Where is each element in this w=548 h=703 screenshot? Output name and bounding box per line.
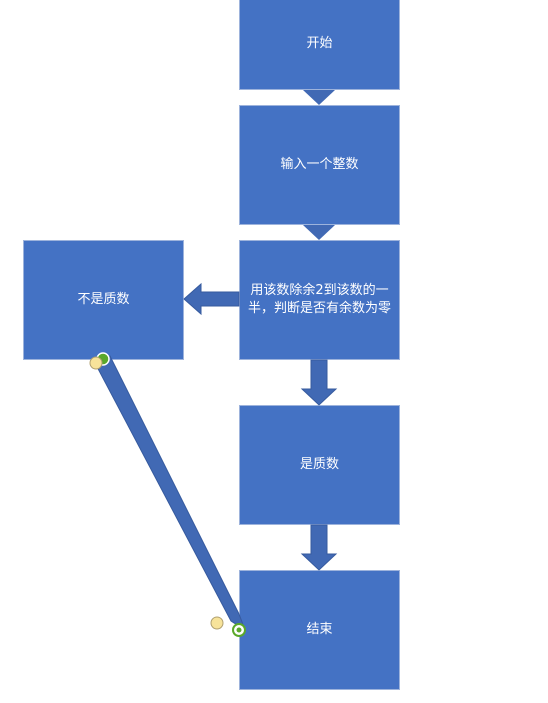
arrow-check-to-not-prime[interactable] bbox=[183, 282, 240, 316]
is-prime-box[interactable]: 是质数 bbox=[239, 405, 400, 525]
end-box[interactable]: 结束 bbox=[239, 570, 400, 690]
end-label: 结束 bbox=[306, 622, 333, 637]
arrow-input-to-check[interactable] bbox=[303, 225, 335, 240]
arrow-prime-to-end[interactable] bbox=[300, 524, 338, 571]
connector-not-prime-to-end[interactable] bbox=[94, 355, 246, 632]
start-box[interactable]: 开始 bbox=[239, 0, 400, 90]
connector-start-handle-yellow[interactable] bbox=[89, 356, 103, 370]
arrow-start-to-input[interactable] bbox=[303, 90, 335, 105]
input-integer-box[interactable]: 输入一个整数 bbox=[239, 105, 400, 225]
start-label: 开始 bbox=[306, 36, 333, 51]
is-prime-label: 是质数 bbox=[299, 457, 339, 472]
arrow-check-to-prime[interactable] bbox=[300, 359, 338, 406]
connector-end-handle-yellow[interactable] bbox=[210, 616, 224, 630]
connector-end-handle-green-dot bbox=[236, 627, 242, 633]
not-prime-label: 不是质数 bbox=[77, 292, 130, 307]
remainder-check-label: 用该数除余2到该数的一半，判断是否有余数为零 bbox=[247, 283, 391, 316]
not-prime-box[interactable]: 不是质数 bbox=[23, 240, 184, 360]
remainder-check-box[interactable]: 用该数除余2到该数的一半，判断是否有余数为零 bbox=[239, 240, 400, 360]
input-integer-label: 输入一个整数 bbox=[280, 157, 359, 172]
